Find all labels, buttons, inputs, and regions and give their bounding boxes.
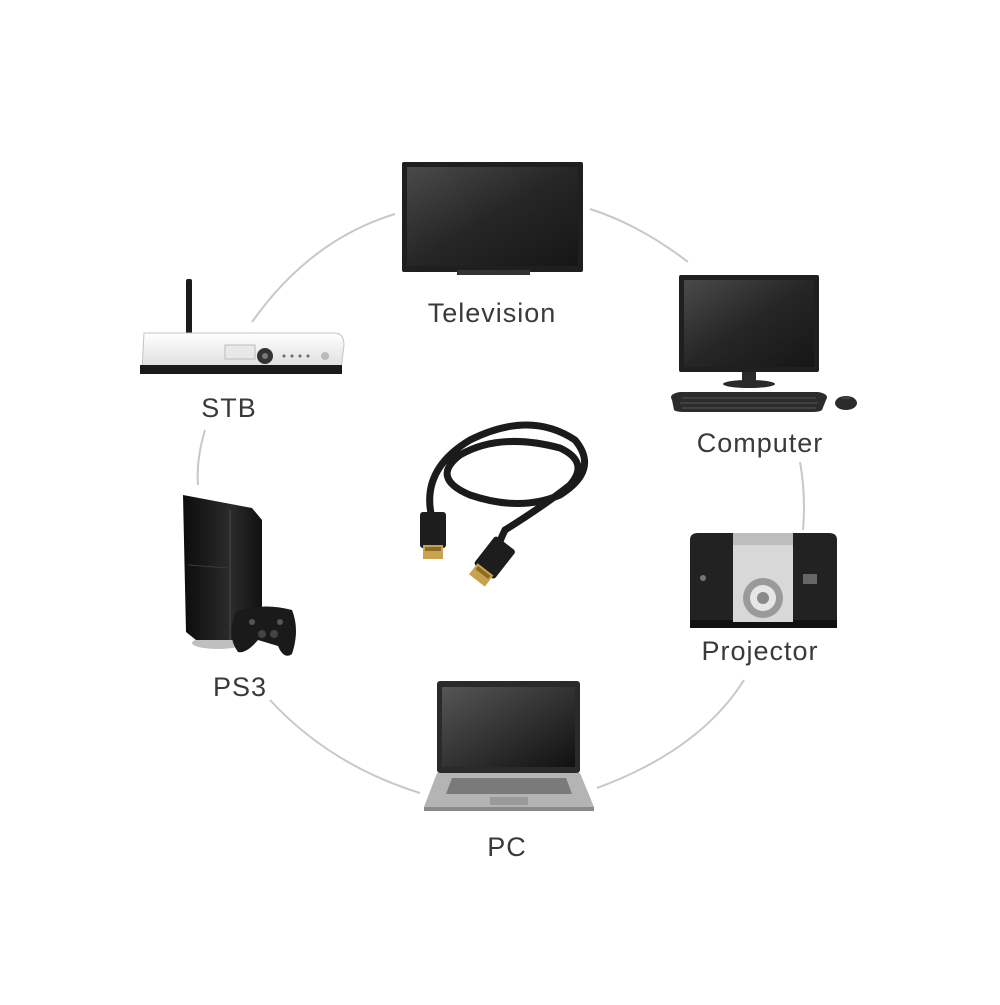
- hdmi-cable-icon: [420, 421, 588, 587]
- laptop-icon: [424, 681, 594, 811]
- computer-label: Computer: [696, 428, 824, 458]
- pc-label: PC: [487, 832, 527, 862]
- projector-icon: [690, 533, 837, 628]
- stb-label: STB: [201, 393, 257, 423]
- arc-projector-pc: [596, 679, 745, 789]
- television-icon: [402, 162, 583, 275]
- projector-label: Projector: [701, 636, 819, 666]
- set-top-box-icon: [140, 279, 345, 374]
- connection-ring: [196, 208, 805, 794]
- arc-ps3-stb: [196, 429, 206, 486]
- arc-computer-projector: [799, 461, 805, 531]
- arc-stb-television: [251, 213, 396, 323]
- game-console-icon: [183, 495, 296, 656]
- arc-television-computer: [589, 208, 689, 263]
- desktop-computer-icon: [671, 275, 857, 412]
- arc-pc-ps3: [269, 699, 421, 794]
- television-label: Television: [427, 298, 557, 328]
- ps3-label: PS3: [212, 672, 268, 702]
